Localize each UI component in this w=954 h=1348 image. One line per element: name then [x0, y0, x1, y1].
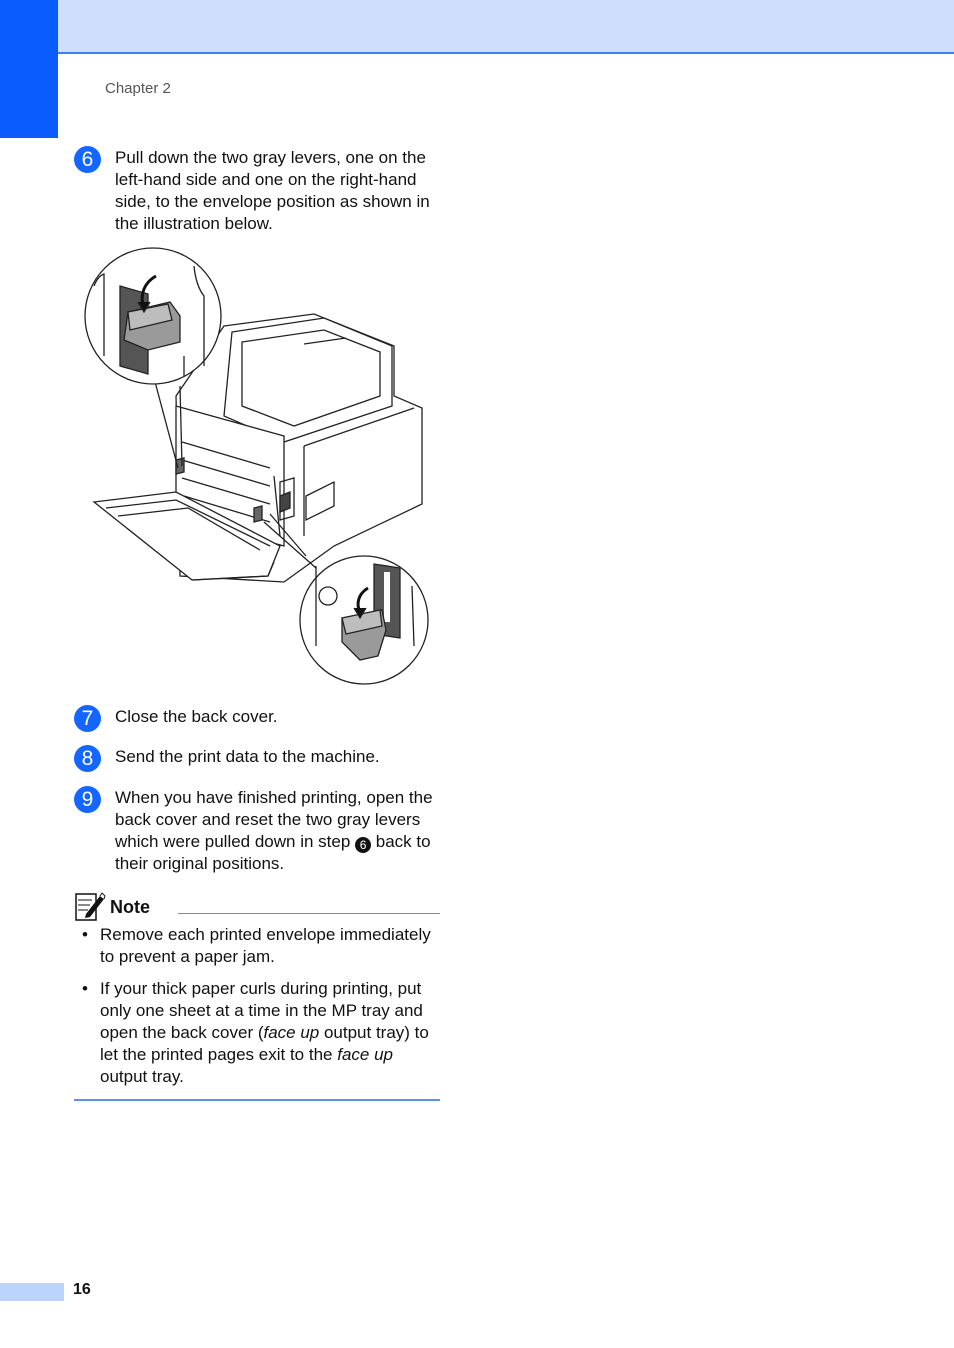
step-reference-badge: 6: [355, 837, 372, 853]
footer-band: [0, 1283, 64, 1301]
step-number-badge: 8: [74, 745, 101, 772]
note-item-2-text: If your thick paper curls during printin…: [100, 978, 440, 1088]
note-divider: [178, 913, 440, 914]
note-item-1-text: Remove each printed envelope immediately…: [100, 925, 431, 966]
step-7: 7 Close the back cover.: [74, 705, 444, 732]
note-item-2-face-up-1: face up: [263, 1023, 320, 1042]
note-item-2-part-c: output tray) to let the printed pages ex…: [100, 1023, 429, 1064]
step-9-text-part-1: When you have finished printing, open th…: [115, 788, 433, 851]
step-number-badge: 6: [74, 146, 101, 173]
step-7-text: Close the back cover.: [115, 707, 278, 726]
note-item-2-part-a: If your thick paper curls during printin…: [100, 979, 423, 1042]
chapter-tab-marker: [0, 0, 58, 138]
step-9-text-part-2: back to their original positions.: [115, 832, 431, 873]
bullet: •: [82, 925, 88, 944]
step-number-badge: 9: [74, 786, 101, 813]
note-list: • Remove each printed envelope immediate…: [82, 924, 440, 1098]
step-8-text: Send the print data to the machine.: [115, 747, 380, 766]
note-item-2-face-up-2: face up: [337, 1045, 393, 1064]
note-title: Note: [110, 897, 150, 917]
page-number: 16: [73, 1281, 91, 1298]
note-header: Note: [74, 890, 440, 924]
note-item-2-part-e: output tray.: [100, 1067, 184, 1086]
header-band: [58, 0, 954, 54]
note-list-item: • Remove each printed envelope immediate…: [82, 924, 440, 968]
step-number-badge: 7: [74, 705, 101, 732]
bullet: •: [82, 979, 88, 998]
note-end-divider: [74, 1099, 440, 1101]
note-pencil-icon: [75, 892, 106, 921]
step-8: 8 Send the print data to the machine.: [74, 745, 444, 772]
step-6: 6 Pull down the two gray levers, one on …: [74, 146, 444, 235]
step-9-text: When you have finished printing, open th…: [115, 787, 437, 875]
chapter-label: Chapter 2: [105, 80, 171, 97]
printer-levers-illustration: [84, 247, 429, 685]
note-list-item: • If your thick paper curls during print…: [82, 978, 440, 1088]
step-6-text: Pull down the two gray levers, one on th…: [115, 148, 430, 233]
step-9: 9 When you have finished printing, open …: [74, 786, 444, 875]
